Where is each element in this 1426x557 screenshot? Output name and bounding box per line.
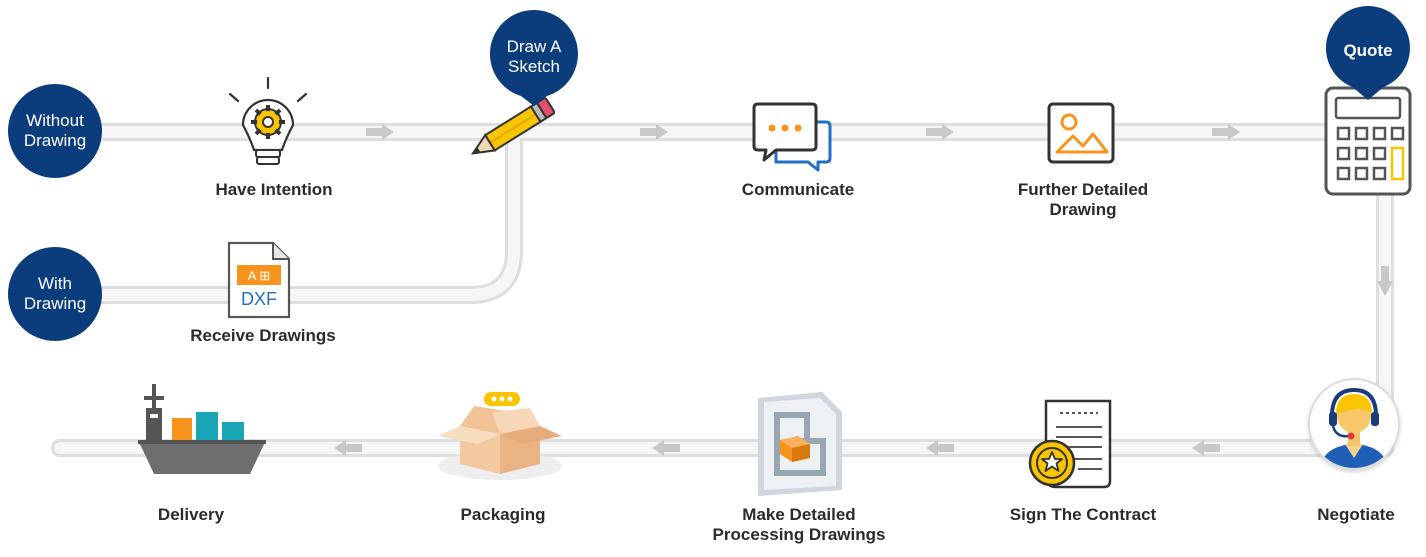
support-agent-icon — [1308, 378, 1400, 470]
chat-bubble-icon — [752, 102, 832, 172]
cargo-ship-icon — [138, 384, 266, 474]
lightbulb-gear-icon — [228, 76, 308, 165]
without-drawing-node: Without Drawing — [8, 84, 102, 178]
receive-drawings-label: Receive Drawings — [190, 326, 336, 345]
draw-sketch-callout: Draw A Sketch — [489, 10, 578, 106]
quote-callout: Quote — [1325, 6, 1410, 100]
communicate-label: Communicate — [741, 180, 855, 199]
arrow-left-1 — [1192, 440, 1220, 456]
further-detailed-line-1: Further Detailed — [1017, 180, 1149, 199]
flow-arrows — [334, 124, 1393, 456]
without-drawing-line-1: Without — [26, 111, 84, 130]
arrow-down-1 — [1377, 266, 1393, 296]
image-icon — [1047, 102, 1115, 164]
draw-sketch-line-1: Draw A — [507, 37, 562, 56]
packaging-label: Packaging — [460, 505, 546, 524]
arrow-left-4 — [334, 440, 362, 456]
box-icon — [438, 392, 562, 480]
have-intention-label: Have Intention — [215, 180, 333, 199]
dxf-file-icon: A ⊞ DXF — [227, 241, 291, 319]
arrow-right-1 — [366, 124, 394, 140]
calculator-icon — [1324, 86, 1412, 196]
drawing-document-icon — [758, 392, 842, 496]
without-drawing-line-2: Drawing — [23, 131, 87, 150]
arrow-right-2 — [640, 124, 668, 140]
arrow-right-3 — [926, 124, 954, 140]
dxf-banner-text: A ⊞ — [248, 268, 270, 283]
sign-contract-label: Sign The Contract — [1009, 505, 1157, 524]
draw-sketch-line-2: Sketch — [508, 57, 560, 76]
dxf-label: DXF — [241, 289, 277, 309]
negotiate-label: Negotiate — [1317, 505, 1395, 524]
quote-label: Quote — [1343, 41, 1392, 60]
make-detailed-line-2: Processing Drawings — [712, 525, 886, 544]
with-drawing-line-2: Drawing — [23, 294, 87, 313]
arrow-right-4 — [1212, 124, 1240, 140]
contract-icon — [1028, 399, 1112, 489]
delivery-label: Delivery — [157, 505, 225, 524]
make-detailed-line-1: Make Detailed — [742, 505, 856, 524]
make-detailed-label: Make Detailed Processing Drawings — [713, 505, 886, 545]
further-detailed-label: Further Detailed Drawing — [1018, 180, 1148, 220]
arrow-left-3 — [652, 440, 680, 456]
arrow-left-2 — [926, 440, 954, 456]
with-drawing-line-1: With — [37, 274, 72, 293]
further-detailed-line-2: Drawing — [1049, 200, 1117, 219]
with-drawing-node: With Drawing — [8, 247, 102, 341]
